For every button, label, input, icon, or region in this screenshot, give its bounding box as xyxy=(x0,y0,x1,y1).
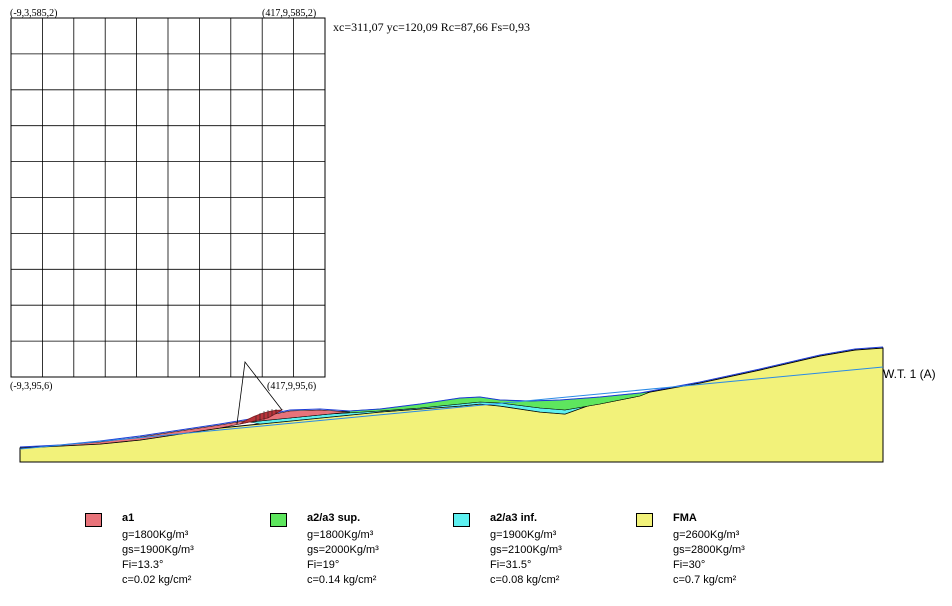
legend-g: g=1800Kg/m³ xyxy=(307,529,374,541)
stability-result: xc=311,07 yc=120,09 Rc=87,66 Fs=0,93 xyxy=(333,20,530,34)
legend-swatch-a1 xyxy=(85,513,102,527)
legend-c: c=0.02 kg/cm² xyxy=(122,574,192,586)
legend-c: c=0.14 kg/cm² xyxy=(307,574,377,586)
legend-swatch-a2a3-sup xyxy=(270,513,287,527)
legend-name: FMA xyxy=(673,512,697,524)
legend-item-a2a3-inf: a2/a3 inf. g=1900Kg/m³ gs=2100Kg/m³ Fi=3… xyxy=(453,511,613,606)
slope-surface-line xyxy=(19,346,884,448)
legend-swatch-a2a3-inf xyxy=(453,513,470,527)
legend-gs: gs=2800Kg/m³ xyxy=(673,544,745,556)
legend-fi: Fi=31.5° xyxy=(490,559,532,571)
legend-name: a1 xyxy=(122,512,135,524)
legend-swatch-fma xyxy=(636,513,653,527)
legend-c: c=0.08 kg/cm² xyxy=(490,574,560,586)
legend-fi: Fi=30° xyxy=(673,559,706,571)
grid-bottom-right-label: (417,9,95,6) xyxy=(267,381,316,392)
legend-gs: gs=2000Kg/m³ xyxy=(307,544,379,556)
water-table-line xyxy=(19,366,884,450)
slip-hatch xyxy=(255,409,277,422)
legend-g: g=1800Kg/m³ xyxy=(122,529,189,541)
center-search-grid xyxy=(10,17,326,378)
legend-gs: gs=2100Kg/m³ xyxy=(490,544,562,556)
legend-item-a1: a1 g=1800Kg/m³ gs=1900Kg/m³ Fi=13.3° c=0… xyxy=(85,511,245,606)
critical-circle-radius xyxy=(236,360,283,425)
legend-c: c=0.7 kg/cm² xyxy=(673,574,737,586)
legend-g: g=1900Kg/m³ xyxy=(490,529,557,541)
legend-name: a2/a3 inf. xyxy=(490,512,538,524)
legend-item-a2a3-sup: a2/a3 sup. g=1800Kg/m³ gs=2000Kg/m³ Fi=1… xyxy=(270,511,430,606)
legend-gs: gs=1900Kg/m³ xyxy=(122,544,194,556)
water-table-label: W.T. 1 (A) xyxy=(883,367,936,381)
legend-name: a2/a3 sup. xyxy=(307,512,361,524)
legend-fi: Fi=19° xyxy=(307,559,340,571)
legend-fi: Fi=13.3° xyxy=(122,559,164,571)
grid-top-left-label: (-9,3,585,2) xyxy=(10,8,58,19)
layer-a1 xyxy=(19,409,351,449)
grid-bottom-left-label: (-9,3,95,6) xyxy=(10,381,53,392)
legend-item-fma: FMA g=2600Kg/m³ gs=2800Kg/m³ Fi=30° c=0.… xyxy=(636,511,796,606)
grid-top-right-label: (417,9,585,2) xyxy=(262,8,316,19)
legend-g: g=2600Kg/m³ xyxy=(673,529,740,541)
